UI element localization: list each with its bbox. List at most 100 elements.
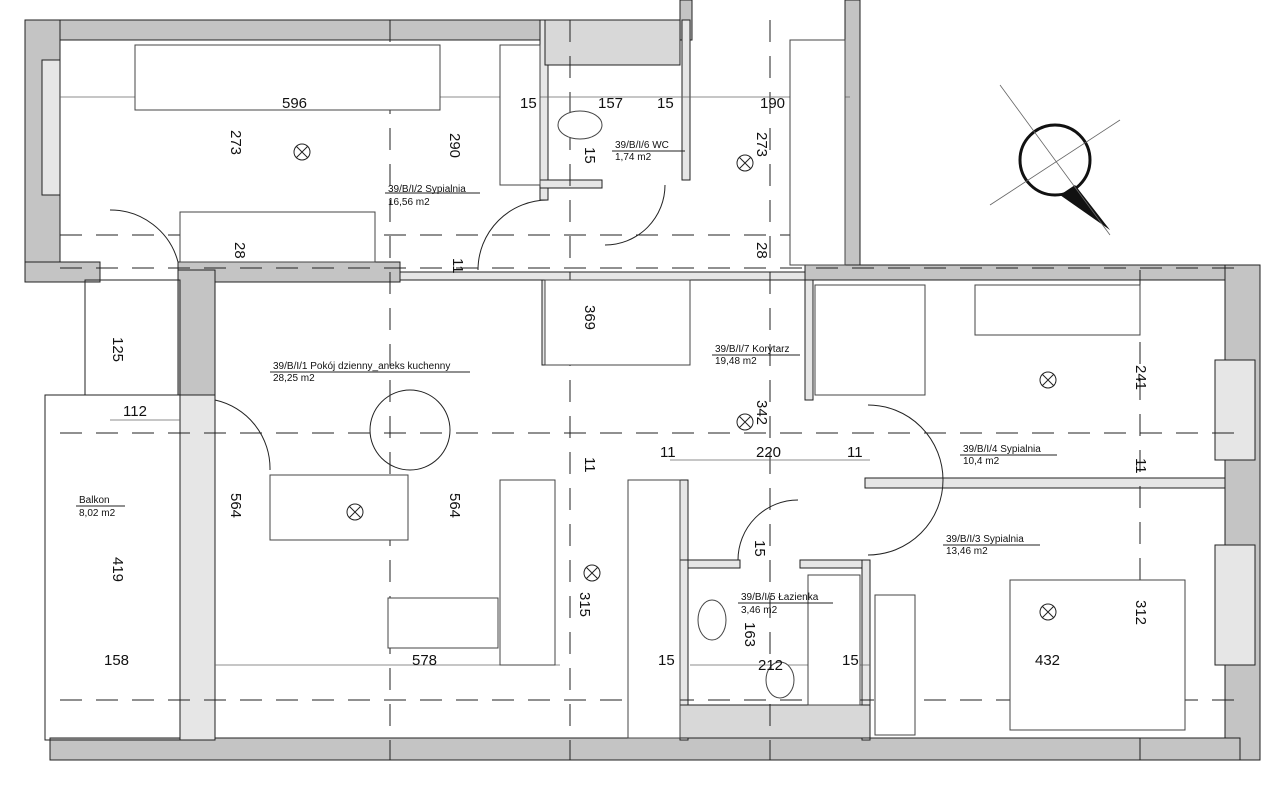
wall-bottom	[49, 737, 1241, 761]
partition	[864, 477, 1226, 489]
dimension: 190	[760, 95, 785, 112]
dimension: 15	[581, 147, 598, 164]
wall	[177, 269, 216, 396]
room-area: 8,02 m2	[79, 508, 116, 519]
round-table	[369, 389, 451, 471]
ceiling-lights	[293, 143, 1057, 621]
window-wall	[179, 394, 216, 741]
wall-right-upper	[844, 0, 861, 271]
dimension: 15	[751, 540, 768, 557]
bath-wall	[679, 559, 741, 569]
balcony-outline	[84, 279, 181, 396]
door-swing[interactable]	[477, 199, 549, 271]
dimension: 419	[109, 557, 126, 582]
dimension: 11	[847, 444, 863, 461]
cabinet	[789, 39, 846, 266]
dimension: 290	[446, 133, 463, 158]
dimension: 125	[109, 337, 126, 362]
room-name: 39/B/I/4 Sypialnia	[963, 444, 1041, 455]
dimension: 11	[449, 258, 466, 274]
dimension: 15	[658, 652, 675, 669]
partition	[804, 279, 814, 401]
dimension: 312	[1132, 600, 1149, 625]
dimension: 212	[758, 657, 783, 674]
dimension: 596	[282, 95, 307, 112]
cabinet	[499, 44, 541, 186]
dimension: 28	[231, 242, 248, 259]
wall-right	[1224, 264, 1261, 761]
shaft	[544, 19, 681, 66]
light-icon	[1039, 371, 1057, 389]
door-swing[interactable]	[604, 184, 666, 246]
cabinet	[544, 279, 691, 366]
door-swing[interactable]	[867, 404, 944, 556]
room-area: 3,46 m2	[741, 605, 778, 616]
north-arrow-icon	[989, 84, 1121, 236]
dimension: 28	[753, 242, 770, 259]
room-area: 28,25 m2	[273, 373, 315, 384]
wall	[24, 261, 101, 283]
light-icon	[346, 503, 364, 521]
dimension: 564	[227, 493, 244, 518]
room-name: 39/B/I/5 Łazienka	[741, 592, 819, 603]
light-icon	[736, 154, 754, 172]
wall	[804, 264, 1241, 281]
room-area: 13,46 m2	[946, 546, 988, 557]
dimension: 578	[412, 652, 437, 669]
sofa	[974, 284, 1141, 336]
dimension: 15	[520, 95, 537, 112]
dimension: 11	[1132, 458, 1149, 474]
room-name: 39/B/I/1 Pokój dzienny_aneks kuchenny	[273, 361, 450, 372]
dimension: 273	[227, 130, 244, 155]
dimension: 11	[660, 444, 676, 461]
dimension: 158	[104, 652, 129, 669]
dimension: 15	[657, 95, 674, 112]
light-icon	[1039, 603, 1057, 621]
dimension: 315	[576, 592, 593, 617]
dimension: 241	[1132, 365, 1149, 390]
door-swing[interactable]	[214, 399, 271, 471]
kitchen-counter	[627, 479, 681, 739]
door-swing[interactable]	[109, 209, 179, 263]
kitchen-island	[499, 479, 556, 666]
bath-wall	[861, 559, 871, 741]
dimension-labels: 596 273 290 157 15 15 15 190 273 28 11 2…	[104, 95, 1149, 674]
light-icon	[736, 413, 754, 431]
light-icon	[583, 564, 601, 582]
toilet	[765, 661, 795, 699]
doors	[109, 184, 944, 561]
room-name: 39/B/I/6 WC	[615, 140, 669, 151]
dimension: 369	[581, 305, 598, 330]
partition	[399, 271, 851, 281]
dimension: 564	[446, 493, 463, 518]
window	[1214, 544, 1256, 666]
dimension: 342	[753, 400, 770, 425]
wc-wall	[681, 19, 691, 181]
room-labels: 39/B/I/2 Sypialnia 16,56 m2 39/B/I/6 WC …	[76, 140, 1057, 616]
room-area: 1,74 m2	[615, 152, 652, 163]
dimension: 220	[756, 444, 781, 461]
desk	[179, 211, 376, 263]
toilet	[557, 110, 603, 140]
dimension: 112	[123, 403, 147, 420]
room-name: 39/B/I/3 Sypialnia	[946, 534, 1024, 545]
room-name: Balkon	[79, 495, 110, 506]
window	[1214, 359, 1256, 461]
cabinet	[814, 284, 926, 396]
shaft	[679, 704, 871, 739]
room-area: 19,48 m2	[715, 356, 757, 367]
dimension: 432	[1035, 652, 1060, 669]
dimension: 15	[842, 652, 859, 669]
wardrobe	[134, 44, 441, 111]
dimension: 163	[741, 622, 758, 647]
bath-wall	[799, 559, 871, 569]
door-swing[interactable]	[737, 499, 799, 561]
light-icon	[293, 143, 311, 161]
dimension: 11	[581, 457, 598, 473]
sink	[697, 599, 727, 641]
room-area: 10,4 m2	[963, 456, 1000, 467]
dimension: 273	[753, 132, 770, 157]
room-name: 39/B/I/7 Korytarz	[715, 344, 789, 355]
wc-wall	[539, 179, 603, 189]
